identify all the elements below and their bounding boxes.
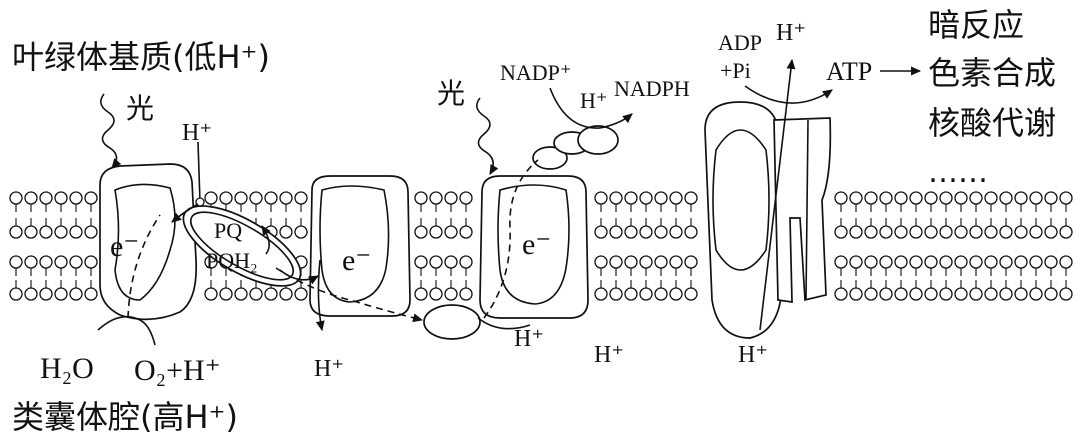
label-pqh2: PQH₂: [206, 248, 258, 273]
label-h2o: H₂O: [40, 352, 94, 385]
atp-synthase: [704, 101, 832, 339]
label-pq: PQ: [214, 218, 242, 243]
ferredoxin-chain: [532, 125, 619, 170]
h-into-pq-arrow: [197, 141, 201, 203]
nadph-arrow: [549, 87, 633, 129]
label-nadp: NADP⁺: [500, 60, 572, 85]
label-h-nadp: H⁺: [580, 88, 608, 113]
electron-flow-cyt: [275, 267, 424, 323]
label-pigment-synthesis: 色素合成: [928, 54, 1056, 92]
label-atp: ATP: [826, 57, 872, 86]
label-e-ps2: e⁻: [110, 230, 139, 263]
photosystem-i: [477, 175, 589, 330]
pq-loop-arrow: [261, 225, 271, 255]
label-h-lumen-2: H⁺: [594, 342, 624, 368]
label-h-atp-top: H⁺: [776, 20, 806, 46]
label-nadph: NADPH: [614, 76, 690, 101]
label-pi: +Pi: [720, 58, 751, 83]
label-light-1: 光: [126, 92, 154, 125]
label-e-ps1: e⁻: [522, 228, 551, 261]
h-release-arrow: [315, 259, 325, 332]
label-h-bottom-cyt: H⁺: [314, 356, 344, 382]
adp-to-atp-arrow: [744, 85, 833, 104]
pq-to-ps2-arrow: [171, 203, 199, 223]
label-h-atp-bottom: H⁺: [738, 342, 768, 368]
label-dark-reaction: 暗反应: [928, 6, 1024, 44]
electron-flow-ps1: [483, 159, 539, 319]
label-ellipsis: ……: [928, 155, 988, 190]
light-squiggle-2: [476, 97, 499, 175]
h-flow-atp-arrow: [759, 58, 796, 331]
label-o2-h: O₂+H⁺: [134, 354, 221, 387]
label-stroma: 叶绿体基质(低H⁺): [12, 38, 270, 76]
label-e-cyt: e⁻: [342, 244, 371, 277]
label-nucleic-acid-metabolism: 核酸代谢: [928, 104, 1056, 142]
label-h-lumen-1: H⁺: [514, 326, 544, 352]
electron-flow-ps2: [127, 214, 161, 319]
pqh2-to-cyt-arrow: [279, 269, 319, 285]
label-h-top-ps2: H⁺: [182, 120, 212, 146]
light-squiggle-1: [100, 93, 122, 169]
label-light-2: 光: [437, 77, 465, 110]
label-lumen: 类囊体腔(高H⁺): [12, 398, 238, 436]
plastocyanin: [423, 304, 481, 340]
label-adp: ADP: [718, 30, 762, 55]
